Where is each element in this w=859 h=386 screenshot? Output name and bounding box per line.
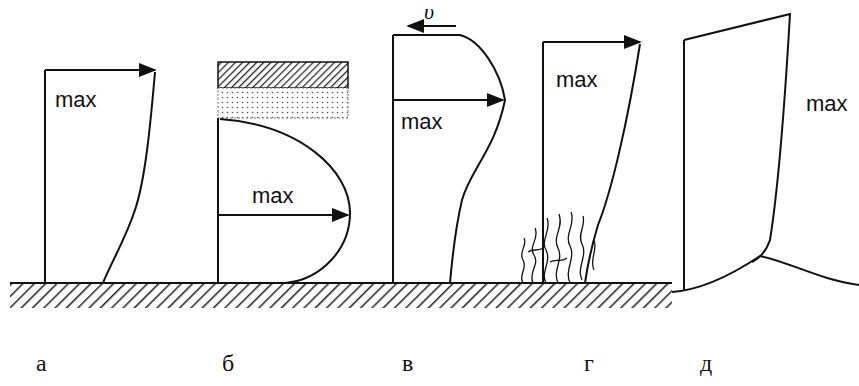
velocity-symbol: υ — [424, 0, 434, 24]
panel-letter: д — [700, 350, 712, 376]
profile-e — [672, 14, 859, 292]
panel-letter: б — [222, 350, 234, 376]
max-label: max — [556, 68, 598, 92]
max-label: max — [55, 88, 97, 112]
max-label: max — [806, 92, 848, 116]
panel-letter: г — [584, 350, 594, 376]
ground-line — [10, 282, 672, 284]
profile-a — [45, 70, 155, 283]
profile-d — [522, 42, 640, 283]
max-label: max — [252, 184, 294, 208]
ground-hatch — [10, 283, 672, 308]
panel-letter: в — [402, 350, 413, 376]
max-label: max — [401, 110, 443, 134]
profile-c — [393, 26, 505, 283]
profile-b — [218, 62, 350, 283]
panel-letter: а — [36, 350, 47, 376]
